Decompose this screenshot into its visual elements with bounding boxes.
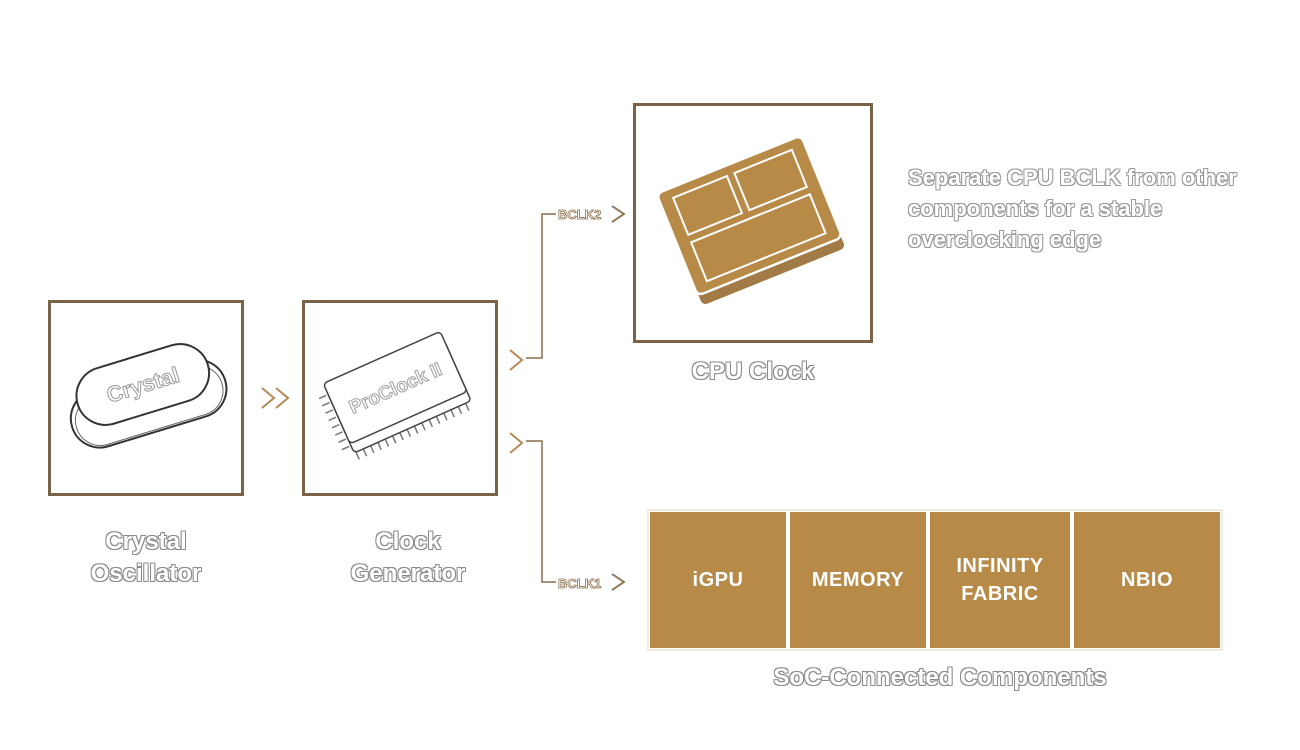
crystal-chip-icon: Crystal bbox=[69, 343, 228, 449]
soc-tile-nbio: NBIO bbox=[1074, 512, 1220, 648]
clock-generator-caption: Clock Generator bbox=[310, 526, 506, 590]
soc-tile-label: INFINITY bbox=[956, 555, 1044, 577]
bclk2-arrowhead-icon bbox=[611, 205, 626, 223]
soc-caption-text: SoC-Connected Components bbox=[773, 664, 1107, 691]
bclk1-out-chevron-icon bbox=[509, 432, 524, 454]
generator-caption-line2: Generator bbox=[350, 560, 466, 587]
cpu-bclk-description: Separate CPU BCLK from other components … bbox=[908, 162, 1268, 255]
cpu-chip-icon bbox=[657, 135, 846, 307]
bclk2-out-chevron-icon bbox=[509, 349, 524, 371]
clock-generator-chip-icon: ProClock II bbox=[318, 331, 471, 460]
bclk1-label: BCLK1 bbox=[558, 576, 601, 591]
cpu-caption: CPU Clock bbox=[691, 358, 815, 385]
soc-tile-igpu: iGPU bbox=[650, 512, 786, 648]
crystal-caption-line2: Oscillator bbox=[90, 560, 202, 587]
description-line1: Separate CPU BCLK from other bbox=[908, 165, 1237, 190]
soc-tile-label: NBIO bbox=[1121, 569, 1173, 591]
soc-tile-infinity-fabric: INFINITY FABRIC bbox=[930, 512, 1070, 648]
bclk1-connector-line bbox=[526, 440, 556, 583]
soc-tile-memory: MEMORY bbox=[790, 512, 926, 648]
crystal-oscillator-caption: Crystal Oscillator bbox=[48, 526, 244, 590]
bclk1-arrowhead-icon bbox=[611, 573, 626, 591]
soc-group-outline bbox=[647, 509, 1223, 651]
bclk2-label: BCLK2 bbox=[558, 207, 601, 222]
generator-caption-line1: Clock bbox=[375, 528, 441, 555]
double-chevron-icon bbox=[261, 387, 290, 409]
soc-tile-label: MEMORY bbox=[811, 569, 905, 591]
cpu-clock-caption: CPU Clock bbox=[633, 356, 873, 388]
soc-tile-label: FABRIC bbox=[961, 583, 1039, 605]
description-line2: components for a stable bbox=[908, 196, 1163, 221]
description-line3: overclocking edge bbox=[908, 227, 1102, 252]
soc-tile-label: iGPU bbox=[692, 569, 744, 591]
crystal-caption-line1: Crystal bbox=[105, 528, 187, 555]
soc-caption: SoC-Connected Components bbox=[650, 662, 1230, 694]
bclk2-connector-line bbox=[526, 213, 556, 359]
